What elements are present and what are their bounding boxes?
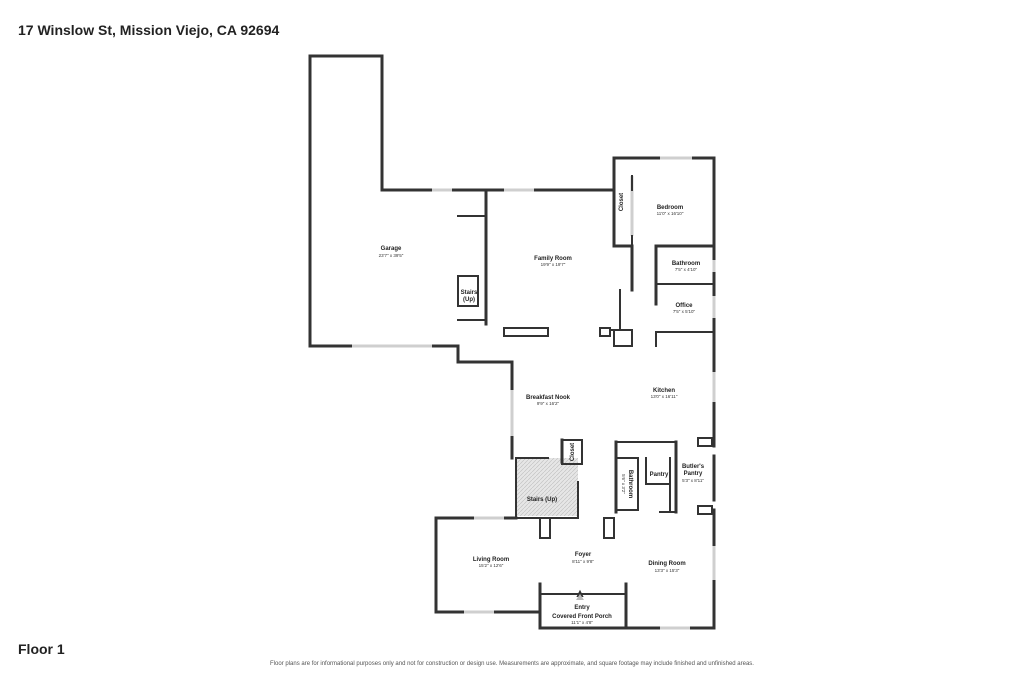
butlers-pantry-label-2: Pantry — [684, 471, 703, 477]
breakfast-nook-dims: 9'9" x 16'2" — [537, 401, 560, 406]
foyer-dims: 8'11" x 9'8" — [572, 559, 594, 564]
covered-porch-label: Covered Front Porch — [552, 614, 612, 620]
bathroom-mid-dims: 5'6" x 3'2" — [621, 474, 626, 494]
family-room-label: Family Room — [534, 256, 572, 262]
stairs-top-label: Stairs — [461, 290, 478, 296]
closet-top-label: Closet — [619, 193, 625, 211]
bathroom-top-dims: 7'5" x 4'10" — [675, 267, 698, 272]
stairs-top-label-2: (Up) — [463, 297, 475, 303]
bathroom-mid-label: Bathroom — [627, 470, 633, 498]
garage-label: Garage — [381, 246, 402, 252]
entry-label: Entry — [574, 605, 590, 611]
address-title: 17 Winslow St, Mission Viejo, CA 92694 — [18, 22, 280, 38]
dining-room-dims: 13'3" x 15'3" — [655, 568, 680, 573]
room-labels: Garage 23'7" x 39'5" Stairs (Up) Family … — [379, 193, 705, 625]
interior-walls — [457, 175, 716, 597]
breakfast-nook-label: Breakfast Nook — [526, 395, 571, 401]
stairs-mid-label: Stairs (Up) — [527, 497, 557, 503]
kitchen-label: Kitchen — [653, 388, 675, 394]
office-dims: 7'5" x 5'10" — [673, 309, 696, 314]
pantry-label: Pantry — [650, 472, 669, 478]
butlers-pantry-label: Butler's — [682, 464, 705, 470]
family-room-dims: 19'9" x 19'7" — [541, 262, 566, 267]
disclaimer-text: Floor plans are for informational purpos… — [270, 661, 754, 667]
garage-dims: 23'7" x 39'5" — [379, 253, 404, 258]
kitchen-dims: 13'0" x 16'11" — [651, 394, 678, 399]
bedroom-dims: 11'0" x 16'10" — [657, 211, 684, 216]
dining-room-label: Dining Room — [648, 561, 685, 567]
entry-dims: 11'1" x 4'8" — [571, 620, 593, 625]
exterior-walls — [308, 54, 716, 630]
floor-label: Floor 1 — [18, 641, 65, 657]
foyer-label: Foyer — [575, 552, 592, 558]
closet-mid-label: Closet — [570, 443, 576, 461]
living-room-label: Living Room — [473, 557, 509, 563]
bedroom-label: Bedroom — [657, 205, 683, 211]
butlers-pantry-dims: 5'3" x 8'11" — [682, 478, 704, 483]
bathroom-top-label: Bathroom — [672, 261, 700, 267]
stairs-hatch — [516, 458, 578, 516]
living-room-dims: 15'2" x 12'6" — [479, 563, 504, 568]
entry-door-marker — [576, 594, 584, 600]
office-label: Office — [675, 303, 693, 309]
